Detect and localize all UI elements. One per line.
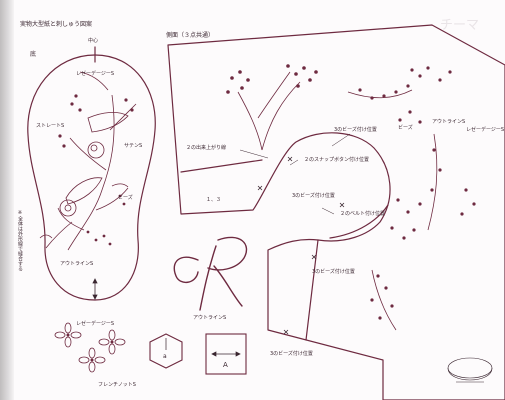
label-belt-2: ２のベルト付け位置 bbox=[340, 211, 386, 217]
label-satin: サテンS bbox=[124, 143, 143, 149]
label-beads-attach-top: 3のビーズ付け位置 bbox=[334, 127, 377, 133]
label-beads-attach-mid: 3のビーズ付け位置 bbox=[292, 193, 335, 199]
hexagon-piece bbox=[149, 333, 183, 369]
label-beads-2: ビーズ bbox=[398, 125, 413, 131]
side-panel-outline bbox=[167, 24, 505, 400]
side-panel-label: 側面（３点共通） bbox=[166, 32, 215, 39]
bottom-label: 底 bbox=[30, 51, 37, 58]
label-outline-1: アウトラインS bbox=[60, 261, 94, 267]
center-label: 中心 bbox=[88, 38, 99, 44]
page-title: 実物大型紙と刺しゅう図案 bbox=[20, 21, 93, 28]
book-binding-shadow bbox=[0, 0, 14, 400]
label-handle-2: ２の出来上がり線 bbox=[186, 145, 227, 151]
label-lazy-daisy-3: レゼーデージーS bbox=[466, 127, 505, 133]
watermark: チーマ bbox=[440, 18, 480, 33]
label-line-1-3: １、３ bbox=[206, 197, 222, 203]
vertical-note: ※全体は外形線で縫合する bbox=[17, 210, 23, 271]
label-beads-attach-bottom: 3のビーズ付け位置 bbox=[270, 351, 313, 357]
label-lazy-daisy-1: レゼーデージーS bbox=[76, 71, 115, 77]
square-piece bbox=[205, 333, 247, 375]
bottom-outline bbox=[27, 54, 156, 301]
label-french-knot: フレンチノットS bbox=[98, 382, 136, 388]
label-lazy-daisy-2: レゼーデージーS bbox=[76, 321, 115, 327]
label-outline-2: アウトラインS bbox=[193, 315, 227, 321]
label-outline-3: アウトラインS bbox=[432, 119, 466, 125]
label-beads-attach-low: 3のビーズ付け位置 bbox=[312, 269, 355, 275]
piece-letter-a: a bbox=[163, 353, 167, 360]
label-straight: ストレートS bbox=[36, 123, 65, 129]
label-beads-1: ビーズ bbox=[118, 195, 133, 201]
label-snap-2: ２のスナップボタン付け位置 bbox=[304, 157, 370, 163]
piece-letter-A: A bbox=[223, 361, 228, 369]
